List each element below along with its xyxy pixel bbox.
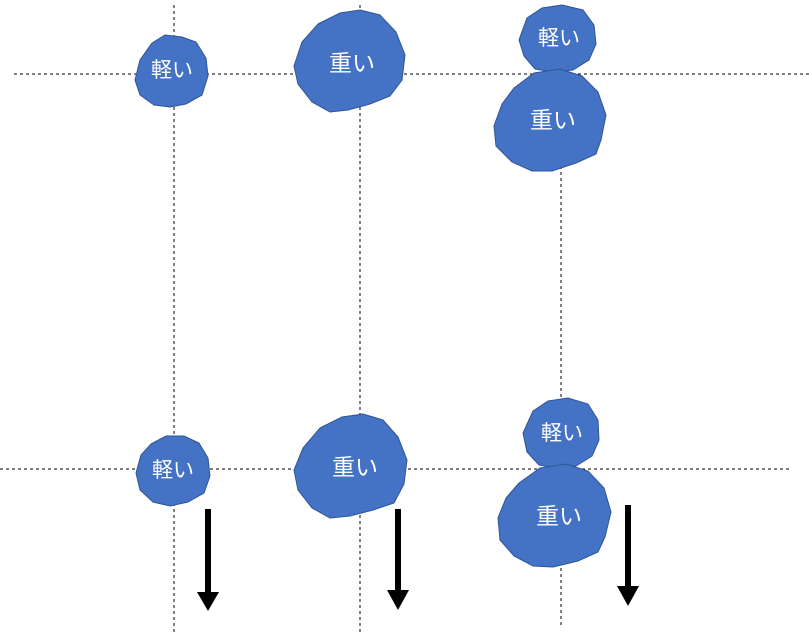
rock-top-right-light: 軽い bbox=[518, 4, 597, 73]
heavy-rock-shape bbox=[293, 413, 408, 519]
heavy-rock-shape bbox=[497, 463, 612, 568]
light-rock-shape bbox=[522, 397, 600, 469]
down-arrow-icon bbox=[617, 505, 639, 606]
rock-label: 軽い bbox=[152, 458, 194, 482]
rock-label: 重い bbox=[329, 51, 375, 77]
rock-label: 軽い bbox=[541, 421, 583, 445]
light-rock-shape bbox=[518, 4, 597, 73]
heavy-rock-shape bbox=[293, 9, 406, 113]
down-arrow-icon bbox=[197, 509, 219, 611]
rock-label: 重い bbox=[530, 108, 576, 134]
rock-label: 重い bbox=[536, 504, 582, 530]
rock-top-right-heavy: 重い bbox=[493, 68, 607, 172]
rock-label: 軽い bbox=[151, 58, 193, 82]
heavy-rock-shape bbox=[493, 68, 607, 172]
rock-label: 軽い bbox=[538, 26, 580, 50]
rock-top-left-light: 軽い bbox=[134, 34, 209, 108]
arrow-head bbox=[197, 592, 219, 611]
light-rock-shape bbox=[135, 435, 211, 507]
rock-bottom-right-heavy: 重い bbox=[497, 463, 612, 568]
rock-top-middle-heavy: 重い bbox=[293, 9, 406, 113]
arrow-head bbox=[617, 586, 639, 606]
rock-bottom-right-light: 軽い bbox=[522, 397, 600, 469]
rock-label: 重い bbox=[332, 455, 378, 481]
down-arrow-icon bbox=[387, 509, 409, 610]
arrow-head bbox=[387, 590, 409, 610]
rock-bottom-middle-heavy: 重い bbox=[293, 413, 408, 519]
guide-lines bbox=[0, 5, 809, 632]
light-rock-shape bbox=[134, 34, 209, 108]
rock-bottom-left-light: 軽い bbox=[135, 435, 211, 507]
